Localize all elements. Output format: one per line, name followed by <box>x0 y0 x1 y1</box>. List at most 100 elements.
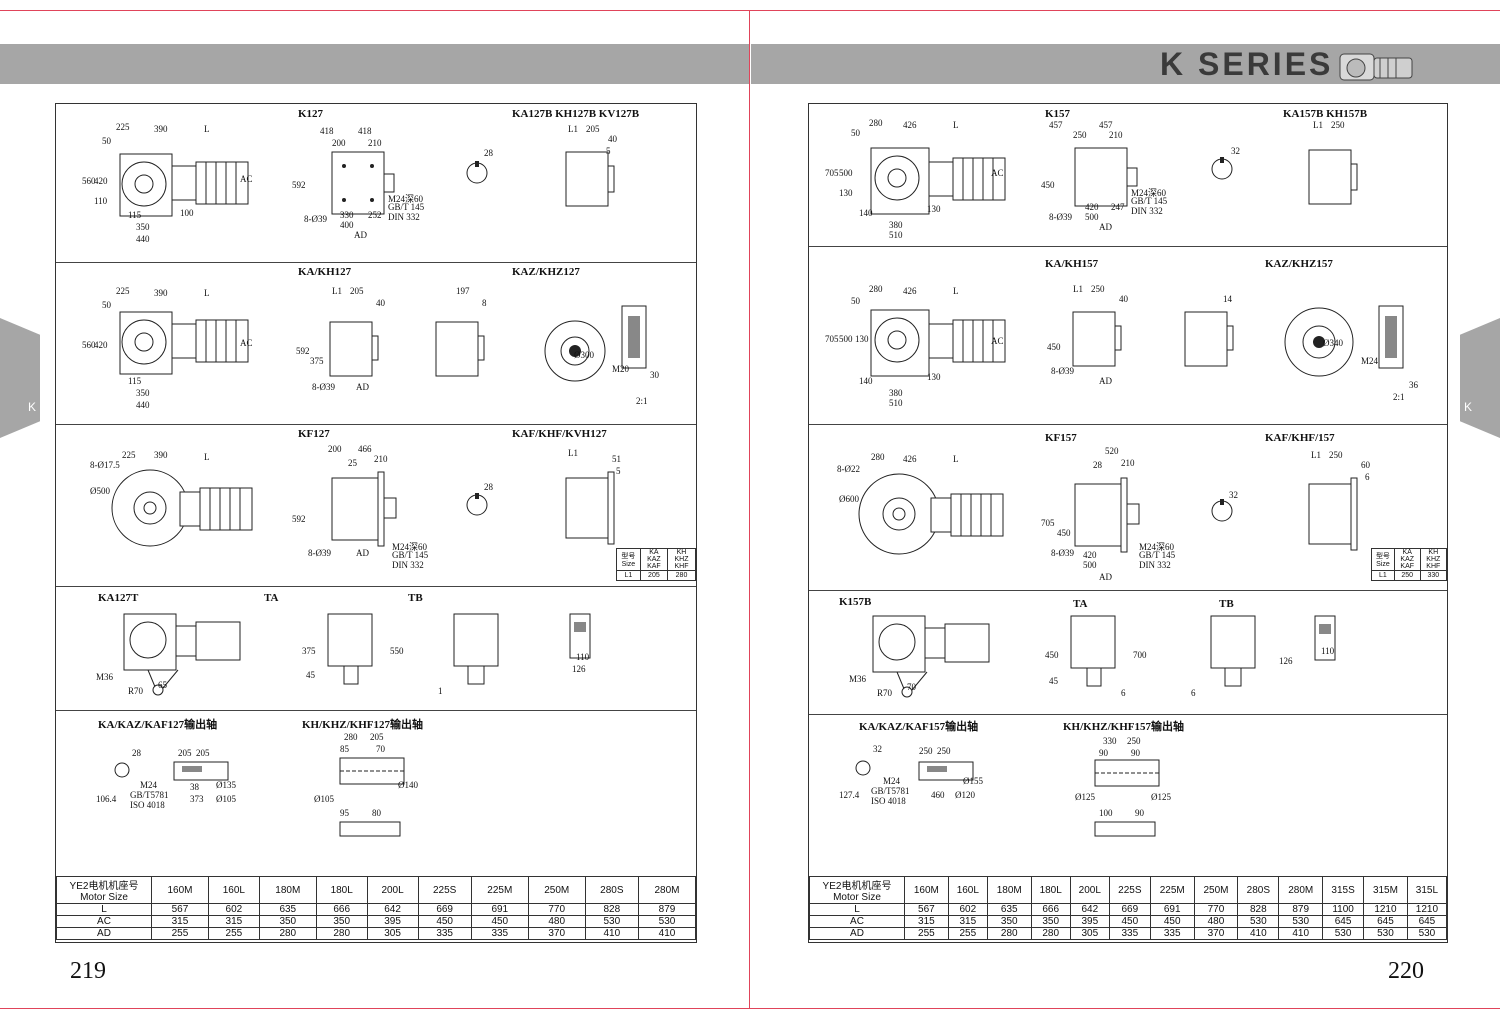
hollow-shaft-view <box>1308 149 1358 205</box>
dimension-label: 205 <box>370 732 384 742</box>
dimension-label: 250 <box>1127 736 1141 746</box>
side-tab-label: K <box>28 400 37 414</box>
shrink-disc-view <box>435 321 485 377</box>
dimension-label: 500 <box>1083 560 1097 570</box>
table-cell: 315 <box>904 915 949 928</box>
gear-motor-side-view <box>119 153 249 217</box>
dimension-label: 225 <box>122 450 136 460</box>
table-cell: 1210 <box>1363 903 1408 916</box>
table-header-cell: 160M <box>151 876 209 904</box>
table-cell: 770 <box>1193 903 1239 916</box>
dimension-label: 390 <box>154 288 168 298</box>
table-cell: 645 <box>1363 915 1408 928</box>
section-label: KAZ/KHZ157 <box>1265 258 1333 270</box>
keyed-shaft-section <box>114 762 130 778</box>
dimension-label: DIN 332 <box>1131 206 1163 216</box>
section-label: K127 <box>298 108 324 120</box>
dimension-label: 250 <box>937 746 951 756</box>
dimension-label: 247 <box>1111 202 1125 212</box>
dimension-label: L1 <box>1073 284 1083 294</box>
table-header-cell: 225S <box>417 876 472 904</box>
table-cell: 255 <box>207 927 260 940</box>
dimension-label: 8 <box>482 298 487 308</box>
dimension-label: 390 <box>154 124 168 134</box>
dimension-label: 40 <box>376 298 385 308</box>
table-cell: 530 <box>1406 927 1448 940</box>
dimension-label: 250 <box>1329 450 1343 460</box>
tb-arm-view <box>453 613 499 685</box>
table-cell: KH KHZ KHF <box>667 548 696 571</box>
dimension-label: Ø500 <box>90 486 110 496</box>
hollow-output-shaft <box>339 757 405 785</box>
dimension-label: 90 <box>1131 748 1140 758</box>
table-header-cell: 280S <box>1237 876 1280 904</box>
dimension-label: 5 <box>606 146 611 156</box>
table-header-cell: 250M <box>527 876 586 904</box>
hollow-shaft-view <box>1072 311 1122 367</box>
side-tab-right: K <box>1460 318 1500 438</box>
dimension-label: AC <box>991 168 1004 178</box>
dimension-label: 6 <box>1365 472 1370 482</box>
dimension-label: 8-Ø39 <box>312 382 335 392</box>
section-k157b: K157B TA TB M36 R70 70 450 45 700 6 6 11… <box>809 590 1447 715</box>
dimension-label: 280 <box>344 732 358 742</box>
dimension-label: 80 <box>372 808 381 818</box>
table-cell: 410 <box>638 927 696 940</box>
dimension-label: 426 <box>903 454 917 464</box>
dimension-label: 450 <box>1047 342 1061 352</box>
table-cell: 450 <box>470 915 529 928</box>
ta-arm-view <box>327 613 373 685</box>
dimension-label: 330 <box>340 210 354 220</box>
table-cell: 567 <box>904 903 949 916</box>
table-cell: 395 <box>366 915 419 928</box>
table-header-cell: 200L <box>366 876 419 904</box>
dimension-label: 280 <box>869 284 883 294</box>
dimension-label: 8-Ø39 <box>1051 548 1074 558</box>
table-cell: 666 <box>1030 903 1071 916</box>
gear-motor-side-view <box>119 311 249 375</box>
gear-motor-side-view <box>870 147 1006 215</box>
dimension-label: AD <box>356 382 369 392</box>
dimension-label: 110 <box>94 196 108 206</box>
table-cell: AC <box>56 915 152 928</box>
dimension-label: M24深60 <box>388 194 424 204</box>
flange-section-view <box>1378 305 1404 369</box>
dimension-label: 560 <box>82 340 96 350</box>
table-cell: L1 <box>1371 570 1395 581</box>
table-cell: 350 <box>986 915 1032 928</box>
table-cell: 635 <box>986 903 1032 916</box>
dimension-label: 115 <box>128 210 142 220</box>
shaft-key-section <box>1211 157 1233 180</box>
gearbox-front-view <box>1074 147 1138 207</box>
dimension-label: 420 <box>1083 550 1097 560</box>
table-cell: 305 <box>1069 927 1110 940</box>
table-header-cell: 315L <box>1406 876 1448 904</box>
section-ka-kh127: KA/KH127 KAZ/KHZ127 225 390 L 50 AC 56 <box>56 262 696 425</box>
dimension-label: 28 <box>484 482 493 492</box>
dimension-label: M36 <box>849 674 867 684</box>
shaft-detail-view <box>1094 821 1156 837</box>
dimension-label: 50 <box>851 296 860 306</box>
dimension-label: 8-Ø39 <box>1049 212 1072 222</box>
dimension-label: 460 <box>931 790 945 800</box>
dimension-label: 550 <box>390 646 404 656</box>
page-number-right: 220 <box>1388 958 1424 984</box>
table-cell: 645 <box>1406 915 1448 928</box>
table-cell: 450 <box>1108 915 1151 928</box>
table-row: AD 255 255 280 280 305 335 335 370 410 4… <box>56 927 696 940</box>
table-cell: 350 <box>1030 915 1071 928</box>
dimension-label: 110 <box>576 652 590 662</box>
dimension-label: R70 <box>128 686 144 696</box>
table-cell: 828 <box>584 903 640 916</box>
table-cell: 530 <box>584 915 640 928</box>
hollow-shaft-view <box>329 321 379 377</box>
dimension-label: 205 <box>178 748 192 758</box>
table-cell: 669 <box>417 903 472 916</box>
dimension-label: 225 <box>116 122 130 132</box>
torque-arm-motor-view <box>872 615 990 698</box>
dimension-label: 106.4 <box>96 794 117 804</box>
left-drawing-panel: K127 KA127B KH127B KV127B 225 390 L 50 <box>55 103 697 943</box>
keyed-shaft-section <box>855 760 871 776</box>
dimension-label: 592 <box>292 180 306 190</box>
dimension-label: R70 <box>877 688 893 698</box>
